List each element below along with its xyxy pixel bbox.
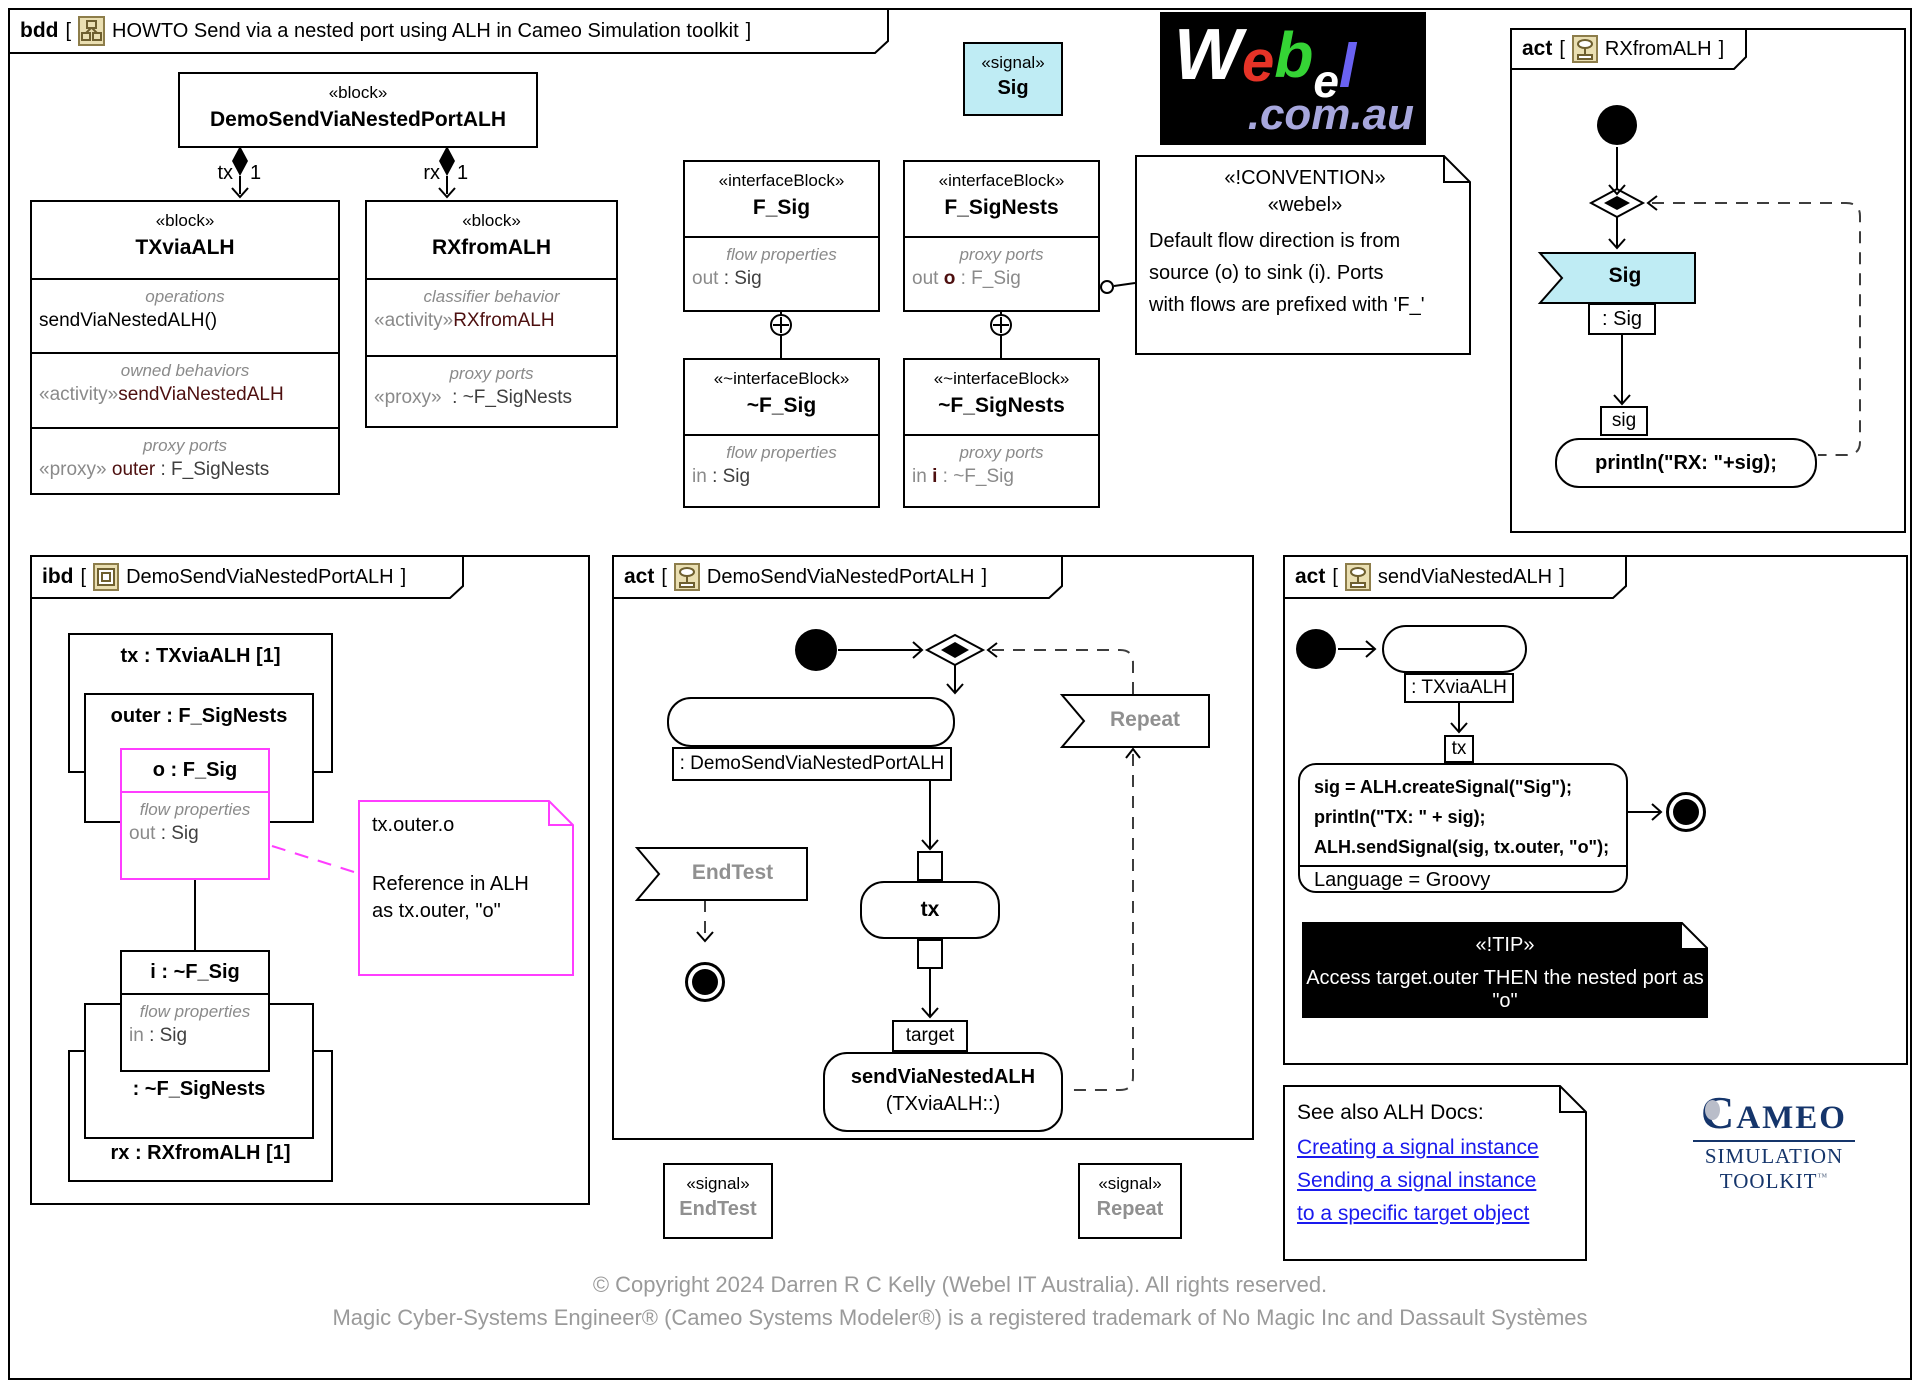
actdemo-target-pin: target [892,1020,968,1052]
signal-sig-name: Sig [997,77,1029,99]
link-sending-signal-instance[interactable]: Sending a signal instance [1297,1169,1537,1192]
signal-endtest: «signal» EndTest [663,1163,773,1239]
ibd-tab: ibd [ DemoSendViaNestedPortALH ] [30,555,465,599]
signal-sig: «signal» Sig [963,42,1063,116]
actsend-instance-action [1382,625,1527,673]
act-rxfromalh-tab: act [ RXfromALH ] [1510,28,1748,70]
activity-diagram-icon [1344,563,1371,591]
block-demo-stereotype: «block» [328,83,388,102]
actdemo-output-pin [917,939,943,969]
actsend-initial-node [1296,629,1336,669]
cameo-logo-line1: CAMEO [1693,1086,1855,1142]
cameo-logo-subtitle: SIMULATION TOOLKIT™ [1704,1144,1844,1193]
rx-role-label: rx [423,162,440,184]
txviaalh-proxyports-compartment: proxy ports «proxy» outer : F_SigNests [32,427,338,501]
copyright-line2: Magic Cyber-Systems Engineer® (Cameo Sys… [332,1305,1588,1330]
actrx-initial-node [1597,105,1637,145]
actdemo-endtest-label: EndTest [691,861,774,884]
webel-logo: Webel .com.au [1160,12,1426,145]
signal-endtest-name: EndTest [679,1198,757,1220]
txviaalh-behaviors-compartment: owned behaviors «activity»sendViaNestedA… [32,352,338,427]
block-txviaalh: «block» TXviaALH operations sendViaNeste… [30,200,340,495]
txviaalh-operations-compartment: operations sendViaNestedALH() [32,278,338,352]
rxfromalh-behavior-compartment: classifier behavior «activity»RXfromALH [367,278,616,355]
actdemo-input-pin [917,851,943,881]
ibd-note: tx.outer.o Reference in ALH as tx.outer,… [372,814,529,922]
convention-note: «!CONVENTION» «webel» Default flow direc… [1149,167,1425,316]
interfaceblock-f-signests: «interfaceBlock» F_SigNests proxy ports … [903,160,1100,312]
actsend-instance-label: : TXviaALH [1404,673,1514,703]
actdemo-instance-action [667,697,955,747]
cameo-simulation-toolkit-logo: CAMEO SIMULATION TOOLKIT™ [1648,1086,1900,1193]
actsend-final-node [1666,792,1706,832]
ibd-tab-shape [30,555,464,599]
actrx-pin-sig: sig [1600,406,1648,436]
seealso-title: See also ALH Docs: [1297,1101,1484,1124]
act-rxfromalh-tab-shape [1510,28,1747,70]
link-creating-signal-instance[interactable]: Creating a signal instance [1297,1136,1539,1159]
block-rxfromalh-name: RXfromALH [432,236,551,259]
block-rxfromalh: «block» RXfromALH classifier behavior «a… [365,200,618,428]
actdemo-final-node [685,962,725,1002]
convention-note-shape [1135,155,1471,355]
tip-note-shape [1302,922,1708,1018]
act-demo-tab: act [ DemoSendViaNestedPortALH ] [612,555,1064,599]
ibd-port-o: o : F_Sig flow properties out : Sig [120,748,270,880]
activity-diagram-icon [1571,35,1598,63]
signal-repeat-name: Repeat [1096,1198,1164,1220]
actdemo-repeat-label: Repeat [1109,708,1181,731]
copyright-line1: © Copyright 2024 Darren R C Kelly (Webel… [592,1272,1328,1297]
interfaceblock-f-sig: «interfaceBlock» F_Sig flow properties o… [683,160,880,312]
actdemo-initial-node [795,629,837,671]
actrx-pin-sig-type: : Sig [1588,303,1656,335]
ibd-diagram-icon [93,563,120,591]
rx-multiplicity: 1 [457,162,469,184]
ibd-note-shape [358,800,574,976]
interfaceblock-nf-sig: «~interfaceBlock» ~F_Sig flow properties… [683,358,880,508]
actsend-code-action: sig = ALH.createSignal("Sig"); println("… [1298,763,1628,893]
actsend-language-row: Language = Groovy [1300,865,1626,892]
rxfromalh-proxyports-compartment: proxy ports «proxy» : ~F_SigNests [367,355,616,432]
bdd-title: HOWTO Send via a nested port using ALH i… [112,19,739,42]
actdemo-call-action: sendViaNestedALH (TXviaALH::) [823,1052,1063,1132]
bdd-tab: bdd [ HOWTO Send via a nested port using… [8,8,890,54]
act-send-tab: act [ sendViaNestedALH ] [1283,555,1628,599]
bdd-frame-border [8,8,1912,1380]
ibd-part-rx-label: rx : RXfromALH [1] [110,1142,291,1164]
activity-diagram-icon [673,563,700,591]
ibd-port-i: i : ~F_Sig flow properties in : Sig [120,950,270,1072]
tx-multiplicity: 1 [250,162,262,184]
actsend-tx-pin: tx [1444,735,1474,763]
webel-logo-domain: .com.au [1247,90,1414,139]
actdemo-instance-label: : DemoSendViaNestedPortALH [672,747,952,781]
interfaceblock-nf-signests: «~interfaceBlock» ~F_SigNests proxy port… [903,358,1100,508]
block-txviaalh-name: TXviaALH [135,236,235,259]
bdd-kind-label: bdd [20,19,59,42]
tip-note: «!TIP» Access target.outer THEN the nest… [1306,934,1704,1012]
act-demo-tab-shape [612,555,1063,599]
block-demo-name: DemoSendViaNestedPortALH [209,108,506,131]
cameo-face-oval [1705,1100,1721,1120]
webel-logo-word: Webel [1174,15,1357,107]
actrx-accept-sig-label: Sig [1608,264,1642,287]
signal-repeat: «signal» Repeat [1078,1163,1182,1239]
bdd-diagram-icon [78,16,106,46]
operation-sendvianestedalh: sendViaNestedALH() [39,310,218,331]
seealso-note-shape [1283,1085,1587,1261]
bdd-tab-shape [8,8,889,54]
tx-role-label: tx [217,162,233,184]
link-specific-target-object[interactable]: to a specific target object [1297,1202,1530,1225]
actdemo-tx-action: tx [860,881,1000,939]
actrx-println-action: println("RX: "+sig); [1555,438,1817,488]
seealso-note: See also ALH Docs: Creating a signal ins… [1283,1085,1587,1261]
ibd-port-nests-label: : ~F_SigNests [132,1078,266,1100]
block-demo: «block» DemoSendViaNestedPortALH [178,72,538,148]
